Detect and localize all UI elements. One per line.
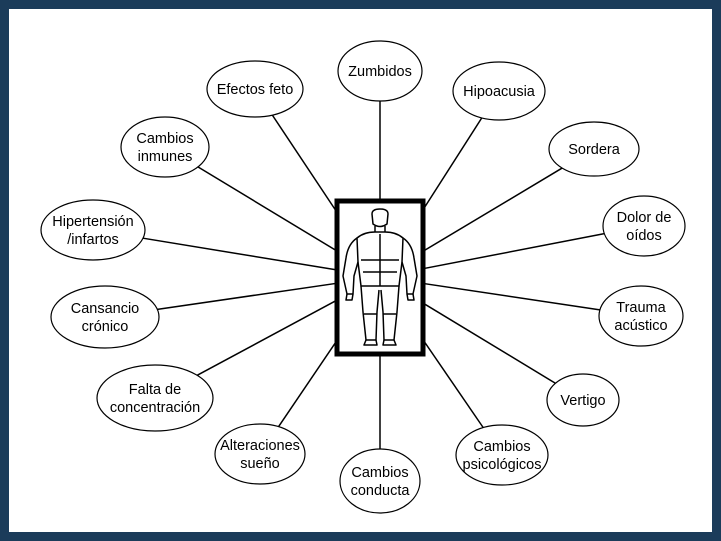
bubble-hipoacusia: Hipoacusia	[452, 61, 546, 121]
bubble-zumbidos: Zumbidos	[337, 40, 423, 102]
bubble-outline	[206, 60, 304, 118]
connector-line-trauma-acustico	[409, 280, 601, 311]
bubble-cansancio-cronico: Cansancio crónico	[50, 285, 160, 349]
bubble-label: acústico	[614, 318, 667, 334]
bubble-label: Cambios	[473, 439, 530, 455]
bubble-hipertension-infartos: Hipertensión/infartos	[40, 199, 146, 261]
bubble-label: Zumbidos	[348, 64, 412, 80]
bubble-label: /infartos	[67, 232, 119, 248]
bubble-outline	[546, 373, 620, 427]
bubble-label: sueño	[240, 456, 280, 472]
bubble-label: Trauma	[616, 300, 666, 316]
bubble-label: Alteraciones	[220, 438, 300, 454]
human-body-figure-icon	[334, 198, 426, 357]
connector-line-cambios-inmunes	[197, 166, 355, 263]
bubble-outline	[96, 364, 214, 432]
bubble-label: oídos	[626, 228, 661, 244]
bubble-cambios-psicologicos: Cambios psicológicos	[455, 424, 549, 486]
bubble-outline	[548, 121, 640, 177]
bubble-label: Sordera	[568, 142, 621, 158]
bubble-label: Cansancio	[71, 301, 140, 317]
bubble-dolor-de-oidos: Dolor de oídos	[602, 195, 686, 257]
bubble-outline	[602, 195, 686, 257]
bubble-label: Dolor de	[617, 210, 672, 226]
bubble-label: concentración	[110, 400, 200, 416]
bubble-alteraciones-sueno: Alteraciones sueño	[214, 423, 306, 485]
connector-line-vertigo	[405, 291, 556, 384]
bubble-cambios-conducta: Cambios conducta	[339, 448, 421, 514]
bubble-vertigo: Vertigo	[546, 373, 620, 427]
bubble-label: Vertigo	[560, 393, 605, 409]
bubble-outline	[50, 285, 160, 349]
bubble-trauma-acustico: Trauma acústico	[598, 285, 684, 347]
bubble-outline	[598, 285, 684, 347]
bubble-outline	[339, 448, 421, 514]
connector-line-dolor-de-oidos	[409, 232, 605, 273]
bubble-outline	[120, 116, 210, 178]
connector-lines	[142, 101, 605, 449]
bubble-label: psicológicos	[463, 457, 542, 473]
bubble-outline	[452, 61, 546, 121]
bubble-outline	[214, 423, 306, 485]
bubble-label: Falta de	[129, 382, 181, 398]
bubble-efectos-feto: Efectos feto	[206, 60, 304, 118]
connector-line-cansancio-cronico	[157, 280, 351, 311]
bubble-label: Hipoacusia	[463, 84, 536, 100]
bubble-outline	[337, 40, 423, 102]
bubble-falta-de-concentracion: Falta de concentración	[96, 364, 214, 432]
bubble-label: crónico	[82, 319, 129, 335]
bubble-label: inmunes	[138, 149, 193, 165]
bubble-label: Cambios	[351, 465, 408, 481]
connector-line-sordera	[405, 167, 563, 263]
bubble-label: Cambios	[136, 131, 193, 147]
bubble-label: conducta	[351, 483, 411, 499]
bubble-sordera: Sordera	[548, 121, 640, 177]
bubble-cambios-inmunes: Cambios inmunes	[120, 116, 210, 178]
bubble-outline	[40, 199, 146, 261]
bubble-label: Efectos feto	[217, 82, 294, 98]
connector-line-falta-de-concentracion	[196, 290, 354, 376]
bubble-label: Hipertensión	[52, 214, 133, 230]
connector-line-hipertension-infartos	[142, 237, 351, 273]
bubble-outline	[455, 424, 549, 486]
